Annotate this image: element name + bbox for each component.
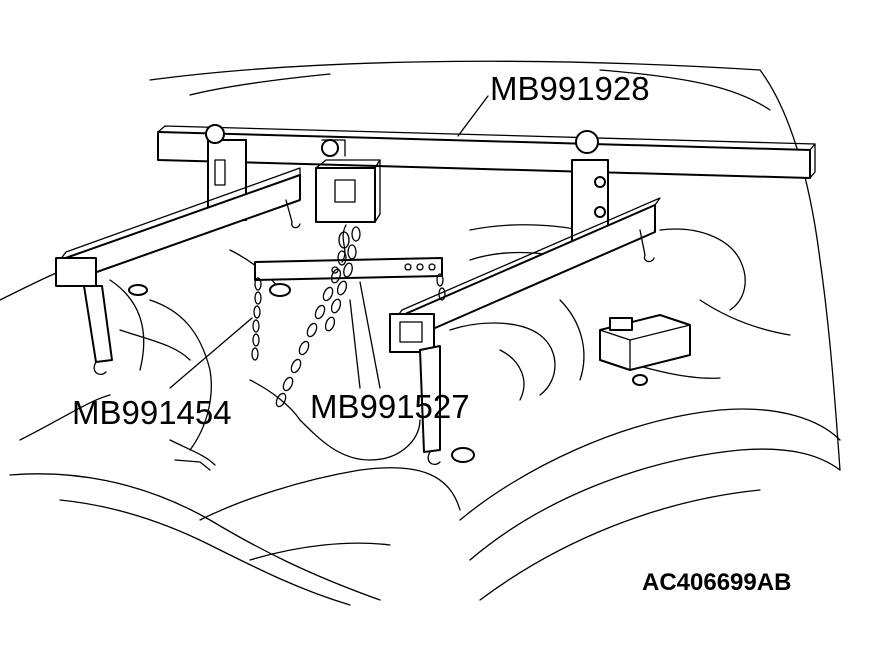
label-chain-hook: MB991454 (72, 394, 232, 431)
leader-lines (169, 95, 489, 389)
chains (251, 224, 446, 408)
car-body-outline (0, 60, 841, 606)
right-chain (436, 273, 446, 301)
label-crossbar: MB991928 (490, 70, 650, 107)
crossbar (157, 125, 816, 179)
figure-reference-code: AC406699AB (642, 569, 791, 596)
left-support-arm (55, 124, 301, 376)
label-bracket: MB991527 (310, 388, 470, 425)
left-chain (251, 277, 262, 361)
battery (599, 314, 691, 371)
hoist-block (315, 139, 381, 223)
reservoir-caps (128, 283, 648, 463)
center-chain (275, 224, 361, 408)
right-support-arm (389, 130, 661, 466)
